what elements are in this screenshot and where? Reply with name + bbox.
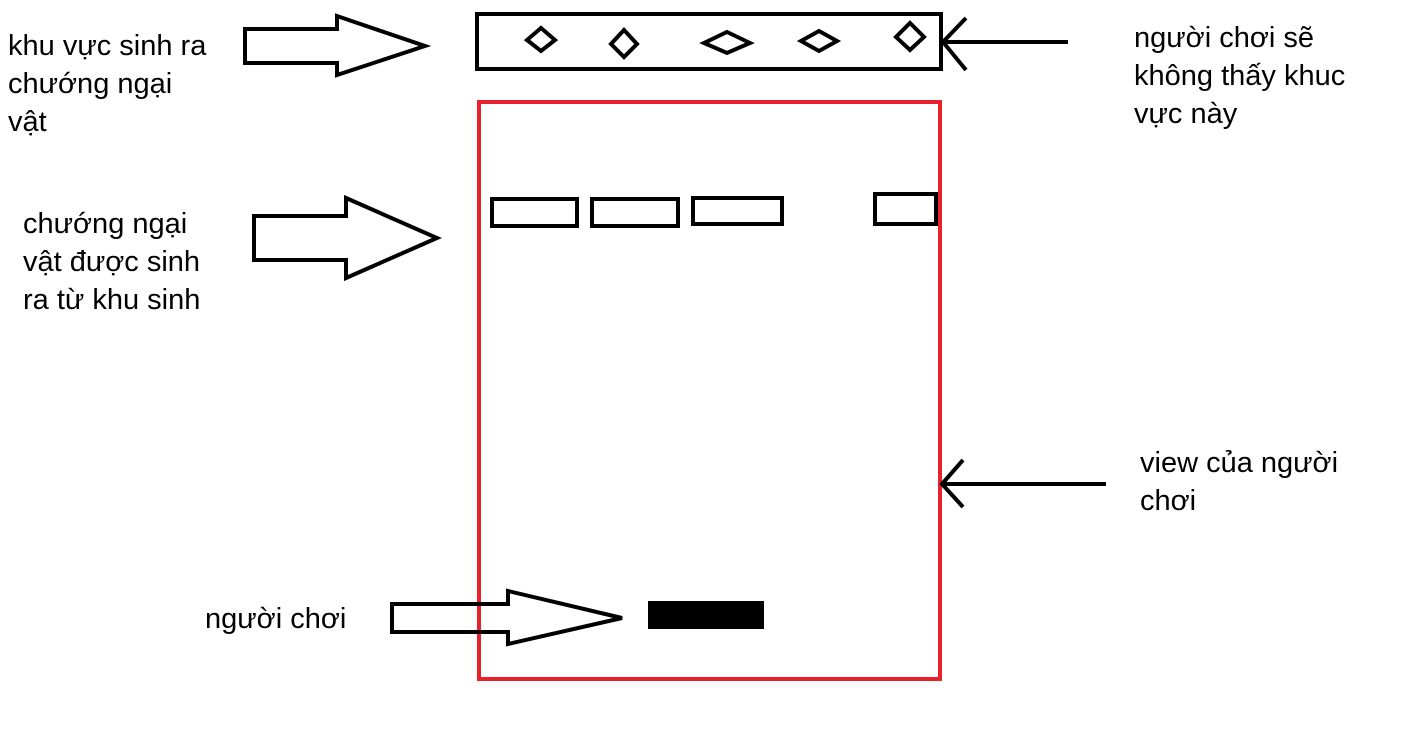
line-arrow-hidden-zone [940, 16, 1068, 72]
spawned-obstacles-label: chướng ngại vật được sinh ra từ khu sinh [23, 208, 201, 316]
spawned-obstacles [490, 192, 938, 228]
obstacle-2 [590, 197, 680, 228]
obstacle-3 [691, 196, 784, 226]
player-view-frame [477, 100, 942, 681]
spawn-diamond-3 [699, 29, 755, 56]
player-block [648, 601, 764, 629]
spawn-zone-label: khu vực sinh ra chướng ngại vật [8, 30, 207, 138]
spawn-diamond-1 [523, 25, 559, 54]
obstacle-4 [873, 192, 938, 226]
line-arrow-player-view [939, 458, 1106, 509]
spawn-zone [475, 12, 943, 71]
player-view-label: view của người chơi [1140, 447, 1339, 517]
block-arrow-spawned-obstacles [252, 194, 442, 282]
obstacle-1 [490, 197, 579, 228]
hidden-zone-label: người chơi sẽ không thấy khuc vực này [1134, 22, 1346, 130]
block-arrow-spawn-zone [243, 13, 432, 78]
spawn-diamond-4 [796, 28, 842, 54]
player-label: người chơi [205, 603, 347, 635]
spawn-diamond-5 [893, 20, 927, 53]
spawn-diamond-2 [608, 27, 640, 60]
block-arrow-player [390, 588, 623, 647]
